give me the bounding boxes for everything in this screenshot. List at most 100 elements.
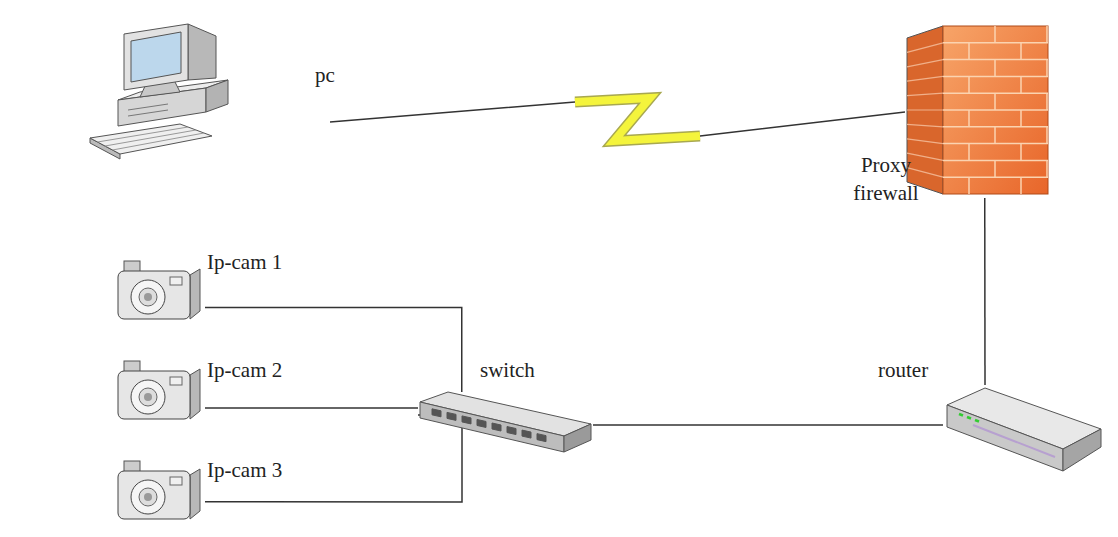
status-led bbox=[975, 420, 979, 422]
network-switch: switch bbox=[418, 392, 593, 460]
router-front bbox=[947, 405, 1063, 471]
camera-lens bbox=[139, 488, 157, 506]
brick-line bbox=[968, 177, 970, 194]
ip-camera-icon bbox=[110, 255, 205, 325]
camera-side bbox=[190, 469, 200, 519]
brick-line bbox=[1046, 60, 1048, 77]
switch-front bbox=[420, 402, 564, 452]
pc-computer-icon bbox=[88, 18, 330, 168]
switch-port bbox=[447, 412, 456, 420]
camera-body bbox=[118, 271, 190, 319]
device-label: router bbox=[878, 356, 928, 384]
switch-side bbox=[564, 424, 591, 452]
ip-camera: Ip-cam 1 bbox=[110, 255, 205, 325]
router-icon bbox=[943, 385, 1103, 477]
brick-line bbox=[907, 153, 943, 160]
camera-flash bbox=[170, 377, 182, 385]
keyboard-row bbox=[113, 133, 205, 150]
ip-camera-drawing bbox=[118, 361, 200, 419]
brick-line bbox=[1020, 110, 1022, 127]
ip-camera-drawing bbox=[118, 261, 200, 319]
device-label: Ip-cam 1 bbox=[207, 248, 282, 276]
network-link bbox=[205, 407, 418, 409]
switch-port bbox=[492, 423, 501, 431]
lightning-bolt-outline bbox=[575, 98, 700, 141]
camera-lens bbox=[144, 293, 152, 301]
brick-line bbox=[1020, 76, 1022, 93]
brick-line bbox=[968, 43, 970, 60]
drive-slot bbox=[128, 104, 168, 110]
camera-side bbox=[190, 369, 200, 419]
camera-body bbox=[118, 471, 190, 519]
brick-line bbox=[943, 76, 1048, 78]
monitor-screen bbox=[131, 32, 181, 82]
brick-line bbox=[907, 168, 943, 178]
brick-line bbox=[907, 43, 943, 53]
device-label: Proxy firewall bbox=[830, 151, 942, 207]
device-label: switch bbox=[480, 356, 535, 384]
device-label: Ip-cam 3 bbox=[207, 456, 282, 484]
brick-line bbox=[1046, 160, 1048, 177]
brick-line bbox=[943, 143, 1048, 145]
network-link bbox=[205, 308, 462, 393]
brick-line bbox=[994, 160, 996, 177]
camera-lens bbox=[144, 393, 152, 401]
switch-port bbox=[462, 416, 471, 424]
network-link bbox=[984, 198, 986, 385]
lightning-bolt bbox=[575, 98, 700, 141]
brick-line bbox=[968, 110, 970, 127]
ip-camera-icon bbox=[110, 455, 205, 527]
firewall-side bbox=[907, 26, 943, 194]
brick-line bbox=[943, 109, 1048, 111]
status-led bbox=[959, 414, 963, 416]
camera-flash bbox=[170, 277, 182, 285]
brick-line bbox=[968, 76, 970, 93]
ip-camera-icon bbox=[110, 355, 205, 427]
brick-line bbox=[994, 93, 996, 110]
brick-line bbox=[907, 109, 943, 110]
device-label: Ip-cam 2 bbox=[207, 356, 282, 384]
camera-lens bbox=[139, 288, 157, 306]
pc-computer: pc bbox=[88, 18, 330, 168]
network-link bbox=[593, 424, 943, 426]
device-label: pc bbox=[315, 61, 335, 89]
brick-line bbox=[1046, 26, 1048, 43]
brick-line bbox=[994, 127, 996, 144]
drive-slot bbox=[128, 110, 168, 116]
brick-line bbox=[994, 26, 996, 43]
brick-line bbox=[1020, 43, 1022, 60]
pc-computer-drawing bbox=[90, 24, 228, 159]
proxy-firewall-icon bbox=[905, 22, 1050, 198]
camera-body bbox=[118, 371, 190, 419]
network-switch-icon bbox=[418, 392, 593, 460]
camera-lens bbox=[131, 380, 165, 414]
proxy-firewall: Proxy firewall bbox=[905, 22, 1050, 198]
switch-port bbox=[522, 430, 531, 438]
brick-line bbox=[1020, 144, 1022, 161]
brick-line bbox=[943, 176, 1048, 178]
camera-side bbox=[190, 269, 200, 319]
network-switch-drawing bbox=[420, 392, 591, 452]
brick-line bbox=[907, 93, 943, 95]
brick-line bbox=[943, 42, 1048, 44]
switch-port bbox=[432, 409, 441, 417]
brick-line bbox=[907, 139, 943, 144]
proxy-firewall-drawing bbox=[907, 26, 1048, 194]
camera-flash bbox=[170, 477, 182, 485]
brick-line bbox=[1020, 177, 1022, 194]
router: router bbox=[943, 385, 1103, 477]
ip-camera-drawing bbox=[118, 461, 200, 519]
network-link bbox=[205, 415, 462, 502]
status-led bbox=[967, 417, 971, 419]
brick-line bbox=[968, 144, 970, 161]
camera-lens bbox=[139, 388, 157, 406]
keyboard-row bbox=[105, 130, 196, 146]
camera-lens bbox=[131, 480, 165, 514]
network-link bbox=[330, 98, 905, 141]
brick-line bbox=[994, 60, 996, 77]
switch-port bbox=[507, 427, 516, 435]
brick-line bbox=[907, 60, 943, 67]
router-stripe bbox=[973, 425, 1055, 457]
camera-lens bbox=[144, 493, 152, 501]
monitor-side bbox=[188, 24, 216, 80]
